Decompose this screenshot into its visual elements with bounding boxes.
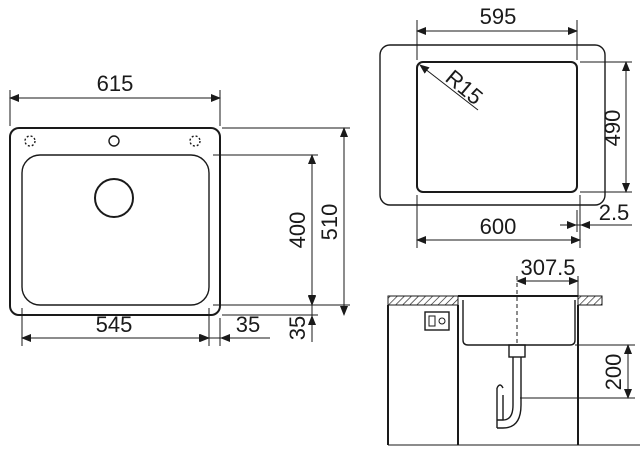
side-section-view: 307.5 200 xyxy=(387,255,640,446)
dim-rim-front: 35 xyxy=(285,316,310,340)
worktop-left xyxy=(387,295,459,306)
tap-hole-left xyxy=(24,135,36,147)
cutout-bowl-outline xyxy=(416,61,578,193)
radius-leader xyxy=(419,64,479,111)
dim-siphon-height: 200 xyxy=(601,354,626,391)
dim-drain-offset: 307.5 xyxy=(520,255,575,280)
worktop-right xyxy=(577,295,603,306)
dim-bowl-depth: 400 xyxy=(285,212,310,249)
worktop-cutout-outline xyxy=(379,44,606,206)
dim-cutout-bowl-width: 595 xyxy=(480,4,517,29)
tap-hole-center xyxy=(108,135,120,147)
dim-rim-side: 35 xyxy=(236,312,260,337)
sink-outer-outline xyxy=(9,127,221,316)
dim-offset: 2.5 xyxy=(599,200,630,225)
sink-top-view: 615 545 35 400 510 35 xyxy=(9,71,350,346)
dim-bowl-width: 545 xyxy=(96,312,133,337)
dim-overall-width: 615 xyxy=(97,71,134,96)
dim-cutout-width: 600 xyxy=(480,214,517,239)
dim-overall-depth: 510 xyxy=(317,204,342,241)
dim-cutout-bowl-depth: 490 xyxy=(600,110,625,147)
bowl-section xyxy=(462,300,576,346)
siphon-icon xyxy=(496,344,526,429)
drain-circle xyxy=(94,178,134,218)
overflow-control xyxy=(424,311,450,331)
cutout-view: 595 R15 490 600 2.5 xyxy=(379,4,632,248)
tap-hole-right xyxy=(189,135,201,147)
dim-corner-radius: R15 xyxy=(441,65,488,110)
sink-bowl-outline xyxy=(21,154,210,306)
